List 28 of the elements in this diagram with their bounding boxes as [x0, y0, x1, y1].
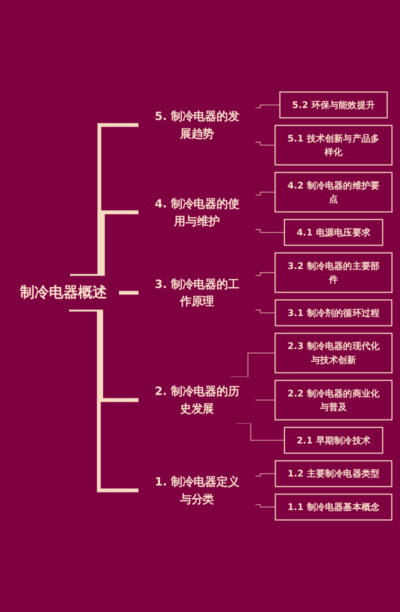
node-box: 4.2 制冷电器的维护要点: [274, 172, 393, 212]
connector: [118, 290, 139, 295]
node-box: 2.2 制冷电器的商业化与普及: [274, 380, 393, 420]
node-box: 5.2 环保与能效提升: [279, 91, 388, 118]
node-box: 1.1 制冷电器基本概念: [274, 494, 392, 521]
node-box: 4.1 电源电压要求: [284, 218, 384, 246]
node-box: 2.3 制冷电器的现代化与技术创新: [274, 332, 393, 374]
node-box: 3.2 制冷电器的主要部件: [274, 252, 393, 293]
connector: [254, 400, 276, 401]
node-text: 5. 制冷电器的发展趋势: [154, 109, 240, 140]
node-box: 1.2 主要制冷电器类型: [274, 460, 392, 488]
node-text: 3. 制冷电器的工作原理: [154, 277, 240, 308]
node-box: 3.1 制冷剂的循环过程: [274, 299, 392, 326]
connector: [254, 309, 276, 314]
node-box: 2.1 早期制冷技术: [284, 426, 384, 454]
connector: [254, 504, 276, 508]
connector: [254, 229, 285, 233]
connector: [70, 123, 139, 278]
node-box: 5.1 技术创新与产品多样化: [274, 124, 393, 166]
connector: [254, 142, 276, 146]
connector: [254, 104, 280, 108]
connector: [69, 308, 139, 492]
connector: [254, 192, 276, 196]
node-text: 4. 制冷电器的使用与维护: [154, 196, 240, 228]
connector: [236, 422, 285, 441]
connector: [254, 473, 276, 477]
connector: [254, 272, 276, 276]
node-text: 1. 制冷电器定义与分类: [154, 474, 240, 506]
